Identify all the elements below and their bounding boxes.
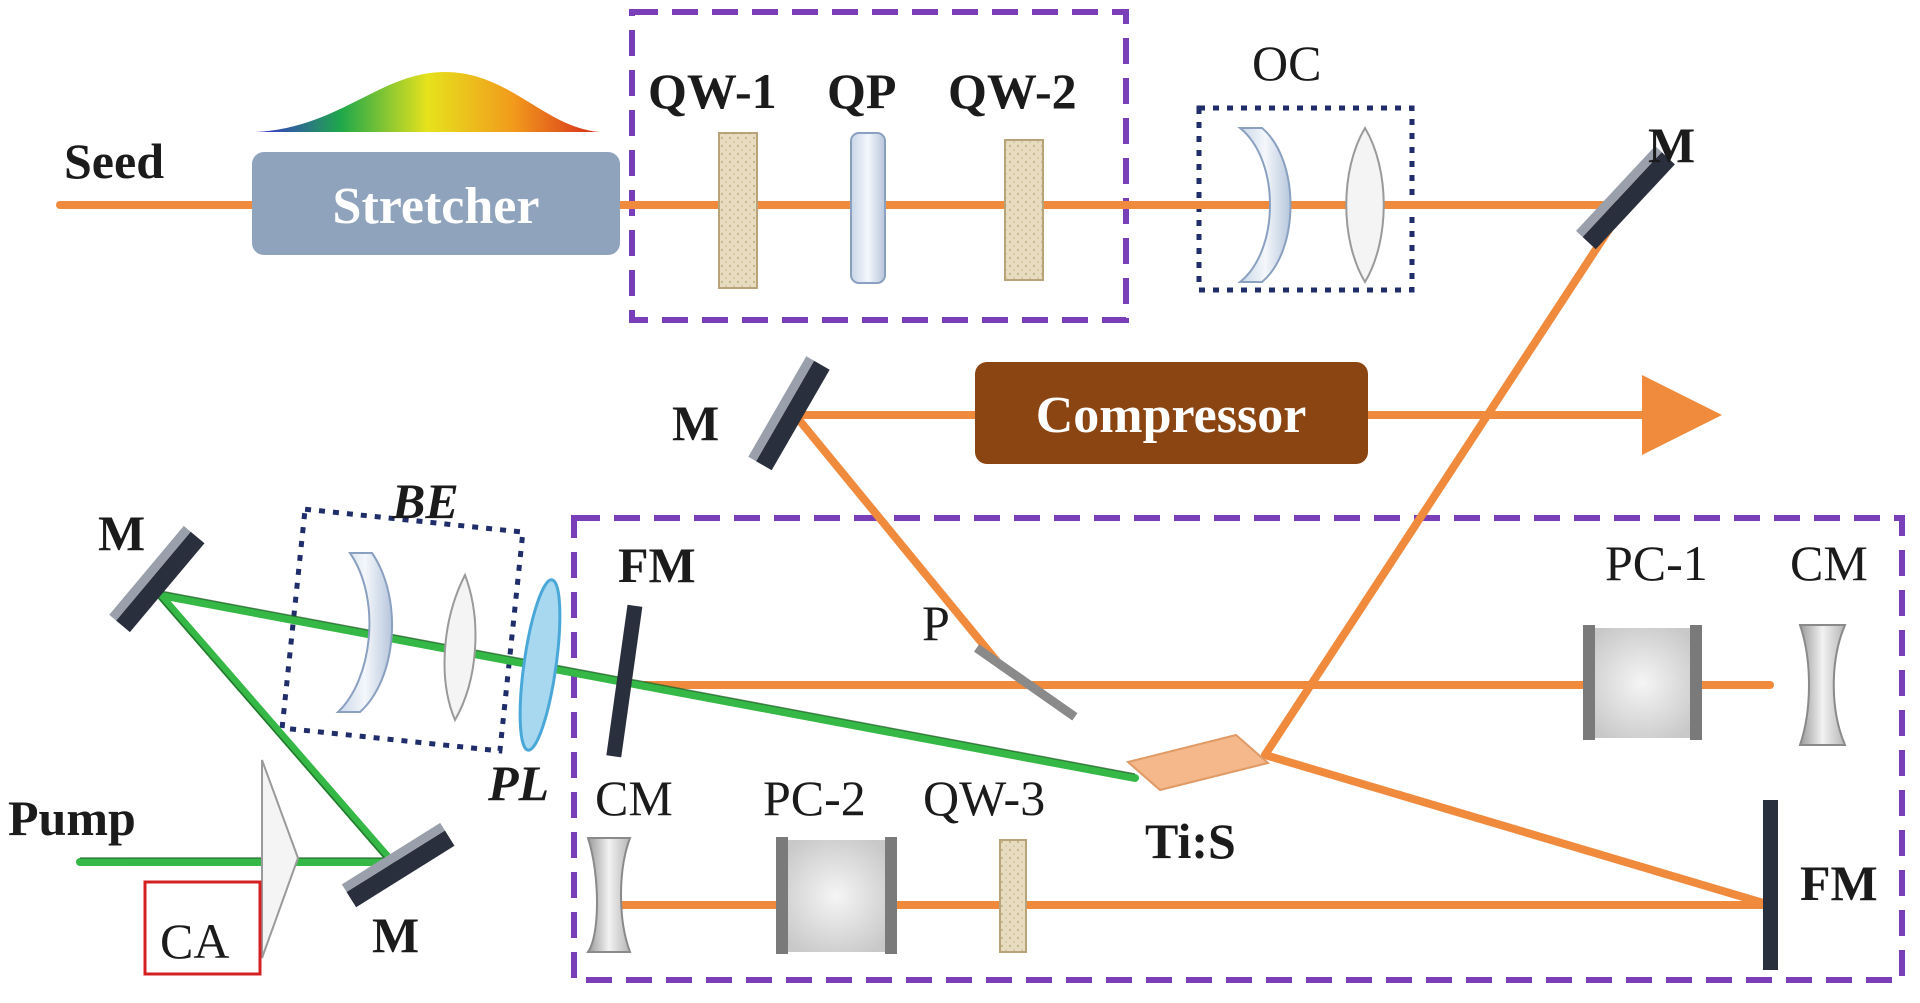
mirror-compressor-icon xyxy=(748,356,830,471)
qp-plate-icon xyxy=(850,132,886,284)
amplifier-cavity-box xyxy=(571,515,1905,983)
qw1-label: QW-1 xyxy=(648,63,777,119)
tis-crystal-icon xyxy=(1125,733,1271,792)
waveplate-group-box xyxy=(629,9,1129,323)
ca-axicon-icon xyxy=(261,759,300,959)
m-top-right-label: M xyxy=(1648,117,1695,173)
seed-label: Seed xyxy=(64,133,164,189)
qp-label: QP xyxy=(827,63,896,119)
spectrum-icon xyxy=(255,72,600,132)
be-dotted-box xyxy=(279,506,526,754)
pump-label: Pump xyxy=(8,790,136,846)
pc2-pockels-cell-icon xyxy=(780,840,892,952)
p-pickoff-icon xyxy=(973,644,1078,721)
p-label: P xyxy=(922,595,950,651)
be-label: BE xyxy=(391,473,459,529)
mirror-left-top-icon xyxy=(109,525,205,633)
pl-label: PL xyxy=(487,755,549,811)
ca-label: CA xyxy=(160,913,229,969)
qw2-label: QW-2 xyxy=(948,63,1077,119)
oc-lens-1-icon xyxy=(1237,127,1292,283)
be-lens-2-icon xyxy=(443,572,477,723)
pc2-label: PC-2 xyxy=(763,770,866,826)
fm-right-label: FM xyxy=(1800,855,1878,911)
mirror-top-right-icon xyxy=(1576,145,1675,250)
seed-beam xyxy=(56,201,1774,909)
qw3-waveplate-icon xyxy=(999,839,1027,953)
pump-beam xyxy=(76,591,1139,866)
qw2-waveplate-icon xyxy=(1004,139,1044,281)
qw1-waveplate-icon xyxy=(718,132,758,289)
stretcher-label: Stretcher xyxy=(333,178,540,235)
fm-left-mirror-icon xyxy=(606,604,643,758)
oc-label: OC xyxy=(1252,35,1321,91)
be-lens-1-icon xyxy=(335,552,394,713)
pl-lens-icon xyxy=(518,578,562,752)
qw3-label: QW-3 xyxy=(923,770,1045,826)
cm-left-label: CM xyxy=(595,770,673,826)
stretcher-box xyxy=(252,152,620,255)
fm-left-label: FM xyxy=(618,537,696,593)
compressor-label: Compressor xyxy=(1036,387,1307,444)
mirror-left-bottom-icon xyxy=(341,822,455,908)
pc1-pockels-cell-icon xyxy=(1587,628,1697,738)
m-left-bottom-label: M xyxy=(372,907,419,963)
pc1-label: PC-1 xyxy=(1605,535,1708,591)
fm-right-mirror-icon xyxy=(1763,800,1778,970)
cm-left-mirror-icon xyxy=(586,837,632,953)
cm-right-label: CM xyxy=(1790,535,1868,591)
compressor-box xyxy=(975,362,1368,464)
m-left-top-label: M xyxy=(98,505,145,561)
ca-highlight-box xyxy=(143,880,262,976)
cm-right-mirror-icon xyxy=(1798,624,1847,746)
oc-lens-2-icon xyxy=(1345,126,1385,284)
tis-label: Ti:S xyxy=(1145,813,1236,869)
m-compressor-label: M xyxy=(672,395,719,451)
